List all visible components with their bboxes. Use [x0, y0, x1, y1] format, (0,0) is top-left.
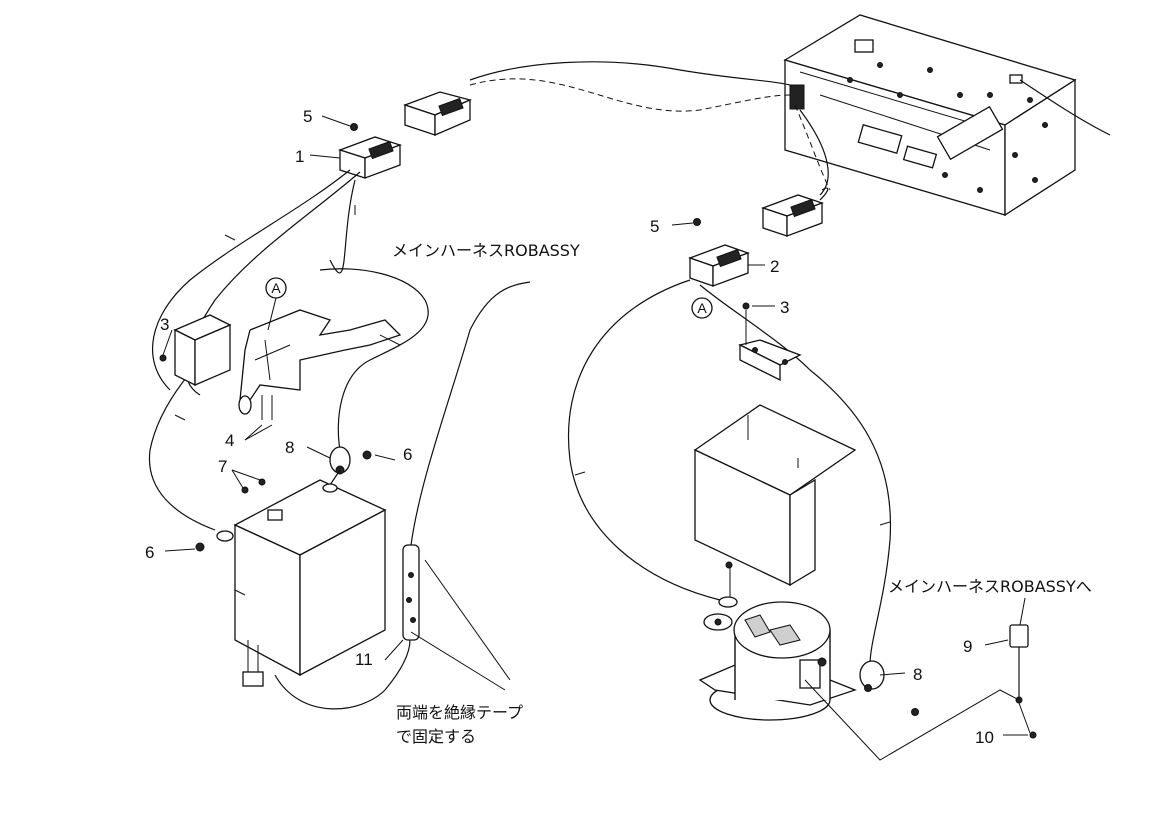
leader-lines: [162, 115, 1028, 736]
callout-8-left: 8: [285, 438, 294, 457]
battery-box-left: [233, 479, 411, 710]
screw-5-right: [693, 218, 701, 226]
note-tape-line2: で固定する: [396, 727, 476, 746]
bolt-6-right-top: [362, 450, 372, 460]
callout-5-left: 5: [303, 107, 312, 126]
callout-4: 4: [225, 431, 234, 450]
connector-1: [338, 136, 402, 179]
cover-box-right: [693, 404, 857, 587]
leader-fuse-to-solenoid: [804, 679, 1020, 761]
main-cable-top: [469, 61, 831, 196]
nut-7-b: [258, 478, 266, 486]
callout-2: 2: [770, 257, 779, 276]
screw-3-left: [159, 354, 167, 362]
connector-2: [688, 244, 750, 287]
nut-7-a: [241, 486, 249, 494]
relay-left: [173, 314, 232, 387]
relay-bracket-right: [738, 310, 802, 382]
callout-7: 7: [218, 457, 227, 476]
callout-6-left: 6: [145, 543, 154, 562]
callout-10: 10: [975, 728, 994, 747]
marker-a-left-label: A: [271, 280, 281, 296]
callout-5-right: 5: [650, 217, 659, 236]
bolt-6-left: [195, 542, 205, 552]
right-cables: [567, 279, 892, 666]
solenoid-right: [698, 561, 919, 721]
note-harness-right: メインハーネスROBASSYへ: [888, 577, 1092, 596]
screw-3-right: [742, 302, 750, 310]
marker-a-left: A: [265, 277, 287, 331]
bracket-left: [238, 309, 402, 420]
callout-3-right: 3: [780, 298, 789, 317]
connector-left-female: [403, 91, 472, 136]
ring-terminal-left: [216, 530, 234, 542]
connector-right-female: [761, 187, 829, 237]
callout-6-right: 6: [403, 445, 412, 464]
fuse-9: [1009, 597, 1029, 704]
note-tape-line1: 両端を絶縁テープ: [396, 703, 523, 722]
insulating-tube-11: [402, 281, 531, 641]
callout-1: 1: [295, 147, 304, 166]
terminal-cap-8-left: [329, 446, 351, 486]
ring-terminal-top: [322, 483, 338, 493]
callout-9: 9: [963, 637, 972, 656]
terminal-cap-8-right: [859, 660, 885, 692]
note-harness-center: メインハーネスROBASSY: [392, 241, 580, 260]
callout-8-right: 8: [913, 665, 922, 684]
screw-10: [1029, 731, 1037, 739]
control-unit: [783, 14, 1111, 217]
marker-a-right-label: A: [697, 300, 707, 316]
callout-11: 11: [355, 650, 373, 669]
marker-a-right: A: [691, 297, 713, 319]
callout-3-left: 3: [160, 315, 169, 334]
screw-5-left: [350, 123, 358, 131]
